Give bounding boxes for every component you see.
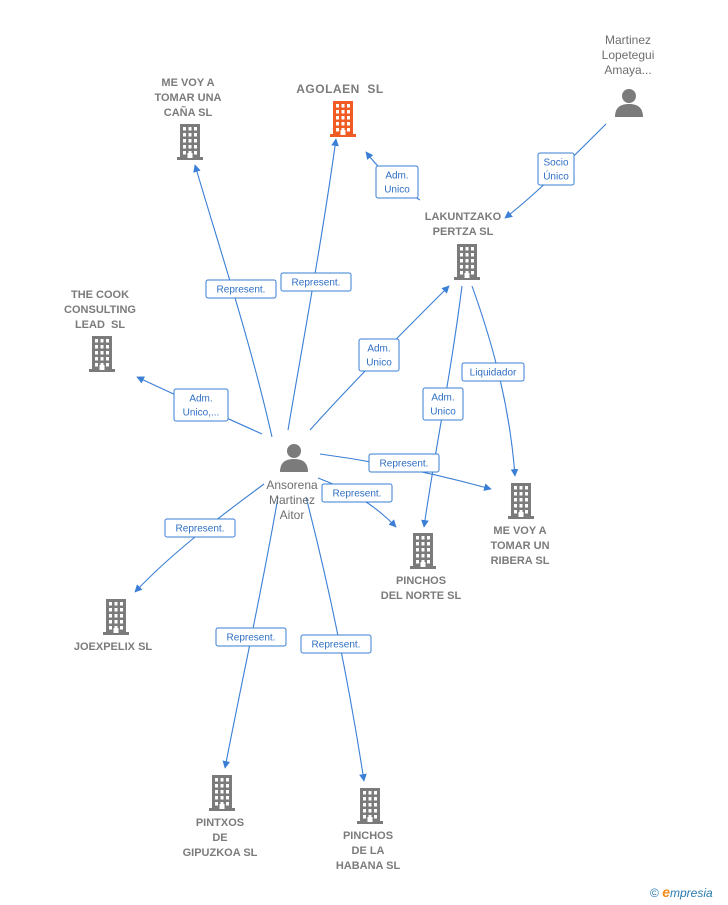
edge-label[interactable]: Represent.: [215, 627, 287, 647]
edge-label-box: [215, 627, 287, 647]
building-icon[interactable]: [174, 124, 206, 165]
node-label-agolaen[interactable]: AGOLAEN SL: [270, 82, 410, 97]
node-label-line: PINCHOS: [342, 830, 394, 842]
brand-logo-letter: e: [662, 884, 670, 900]
node-label-pinchos-norte[interactable]: PINCHOS DEL NORTE SL: [351, 574, 491, 604]
copyright-symbol: ©: [650, 886, 659, 900]
building-icon[interactable]: [451, 244, 483, 285]
edge-label[interactable]: Represent.: [280, 272, 352, 292]
edge-label[interactable]: Represent.: [164, 518, 236, 538]
edge-label-text: Represent.: [217, 285, 266, 296]
edge-label-text: Represent.: [380, 459, 429, 470]
node-label-pintxos-gipuzkoa[interactable]: PINTXOS DE GIPUZKOA SL: [150, 816, 290, 861]
edge-label-text: Único: [543, 170, 569, 183]
node-label-line: RIBERA SL: [490, 555, 550, 567]
node-label-me-voy-cana[interactable]: ME VOY A TOMAR UNA CAÑA SL: [118, 76, 258, 121]
building-icon[interactable]: [354, 788, 386, 829]
building-icon[interactable]: [407, 533, 439, 574]
edge-label-box: [280, 272, 352, 292]
node-label-line: PERTZA SL: [432, 226, 494, 238]
building-icon[interactable]: [86, 336, 118, 377]
edge-label-text: Unico: [384, 185, 410, 196]
person-icon[interactable]: [279, 442, 309, 477]
node-label-line: Aitor: [279, 508, 305, 522]
node-label-line: Martinez: [604, 33, 651, 47]
edge-label-text: Liquidador: [470, 368, 517, 379]
node-label-line: CAÑA SL: [163, 107, 213, 119]
edge-label-text: Unico: [430, 407, 456, 418]
node-label-line: DEL NORTE SL: [380, 590, 462, 602]
footer-brand: © empresia: [650, 884, 713, 900]
edge-label-box: [164, 518, 236, 538]
node-label-line: CONSULTING: [64, 304, 136, 316]
edge-label-box: [537, 152, 575, 186]
node-label-line: DE: [212, 832, 228, 844]
edge-label[interactable]: Adm. Unico: [422, 387, 464, 421]
node-label-line: Ansorena: [266, 478, 318, 492]
node-label-line: TOMAR UNA: [154, 92, 222, 104]
node-label-line: PINCHOS: [395, 575, 447, 587]
edge-label-box: [300, 634, 372, 654]
node-label-line: ME VOY A: [161, 77, 215, 89]
edge-label-text: Represent.: [292, 278, 341, 289]
node-label-the-cook[interactable]: THE COOK CONSULTING LEAD SL: [30, 288, 170, 333]
edge-label-box: [422, 387, 464, 421]
edge-label-text: Socio: [543, 158, 568, 169]
node-label-line: GIPUZKOA SL: [182, 847, 258, 859]
edge-label[interactable]: Represent.: [321, 483, 393, 503]
edge-label-text: Unico: [366, 358, 392, 369]
edge-label-text: Adm.: [367, 344, 390, 355]
edge-label-box: [358, 338, 400, 372]
edge-label-box: [321, 483, 393, 503]
node-label-pinchos-habana[interactable]: PINCHOS DE LA HABANA SL: [298, 829, 438, 874]
building-icon[interactable]: [206, 775, 238, 816]
edge-label-box: [368, 453, 440, 473]
node-label-lakuntzako[interactable]: LAKUNTZAKO PERTZA SL: [393, 210, 533, 240]
edge-label[interactable]: Adm. Unico: [358, 338, 400, 372]
edge-label-box: [173, 388, 229, 422]
node-label-line: Amaya...: [604, 63, 652, 77]
node-label-line: HABANA SL: [335, 860, 401, 872]
edge-label[interactable]: Represent.: [368, 453, 440, 473]
building-icon[interactable]: [327, 101, 359, 142]
edge-label[interactable]: Adm. Unico: [375, 165, 419, 199]
node-label-line: Martinez: [268, 493, 315, 507]
edge-label-text: Represent.: [176, 524, 225, 535]
edge-label-text: Adm.: [385, 171, 408, 182]
edge-label-text: Represent.: [333, 489, 382, 500]
edge-label-text: Adm.: [431, 393, 454, 404]
edge-label-box: [205, 279, 277, 299]
edge-label-text: Represent.: [227, 633, 276, 644]
relationship-edge: [134, 483, 265, 593]
building-icon[interactable]: [505, 483, 537, 524]
edge-label-text: Unico,...: [183, 408, 220, 419]
node-label-line: DE LA: [351, 845, 385, 857]
node-label-line: PINTXOS: [195, 817, 245, 829]
edge-label[interactable]: Adm. Unico,...: [173, 388, 229, 422]
node-label-line: LAKUNTZAKO: [424, 211, 502, 223]
edge-label-box: [375, 165, 419, 199]
edge-label[interactable]: Represent.: [300, 634, 372, 654]
node-label-line: ME VOY A: [493, 525, 547, 537]
node-label-line: JOEXPELIX SL: [73, 641, 153, 653]
node-label-me-voy-ribera[interactable]: ME VOY A TOMAR UN RIBERA SL: [450, 524, 590, 569]
node-label-line: TOMAR UN: [490, 540, 550, 552]
node-label-line: LEAD SL: [74, 319, 126, 331]
building-icon[interactable]: [100, 599, 132, 640]
node-label-line: AGOLAEN SL: [296, 82, 384, 96]
person-icon[interactable]: [614, 87, 644, 122]
node-label-joexpelix[interactable]: JOEXPELIX SL: [43, 640, 183, 655]
node-label-line: Lopetegui: [601, 48, 655, 62]
brand-name: mpresia: [669, 886, 713, 900]
edge-label-text: Adm.: [189, 394, 212, 405]
edge-label-text: Represent.: [312, 640, 361, 651]
edge-label[interactable]: Represent.: [205, 279, 277, 299]
node-label-line: THE COOK: [70, 289, 130, 301]
edge-label[interactable]: Liquidador: [461, 362, 525, 382]
edge-label-box: [461, 362, 525, 382]
